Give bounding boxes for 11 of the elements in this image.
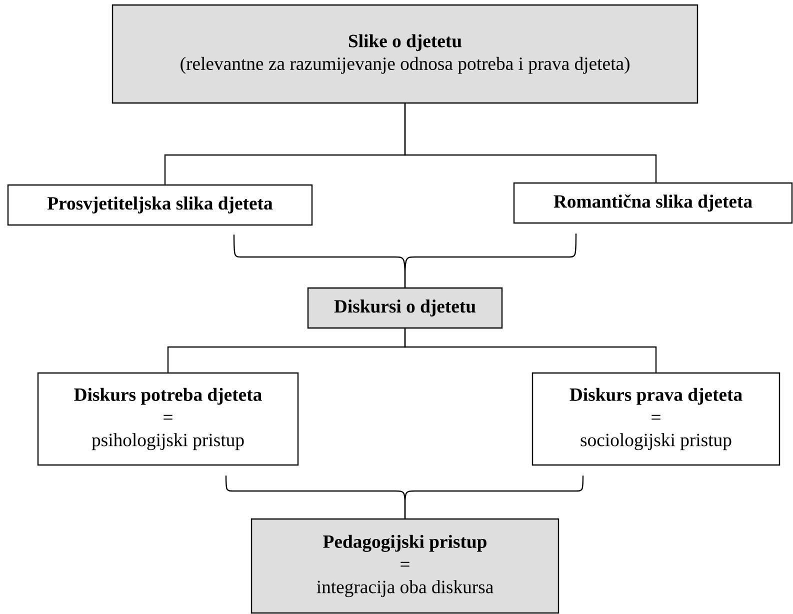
- text-box: Slike o djetetu (relevantne za razumijevanje odnosa potreba i prava djeteta): [112, 4, 698, 104]
- connector-line: [404, 476, 584, 518]
- connector-line: [404, 104, 657, 182]
- text-box: Pedagogijski pristup = integracija oba diskursa: [250, 518, 560, 614]
- text-box: Diskurs potreba djeteta = psihologijski pristup: [37, 372, 299, 466]
- connector-line: [404, 234, 577, 288]
- text-box: Diskurs prava djeteta = sociologijski pristup: [532, 372, 780, 466]
- connector-line: [404, 328, 657, 372]
- text-box: Diskursi o djetetu: [307, 287, 503, 329]
- text-box: Romantična slika djeteta: [513, 182, 793, 224]
- text-box: Prosvjetiteljska slika djeteta: [7, 184, 313, 226]
